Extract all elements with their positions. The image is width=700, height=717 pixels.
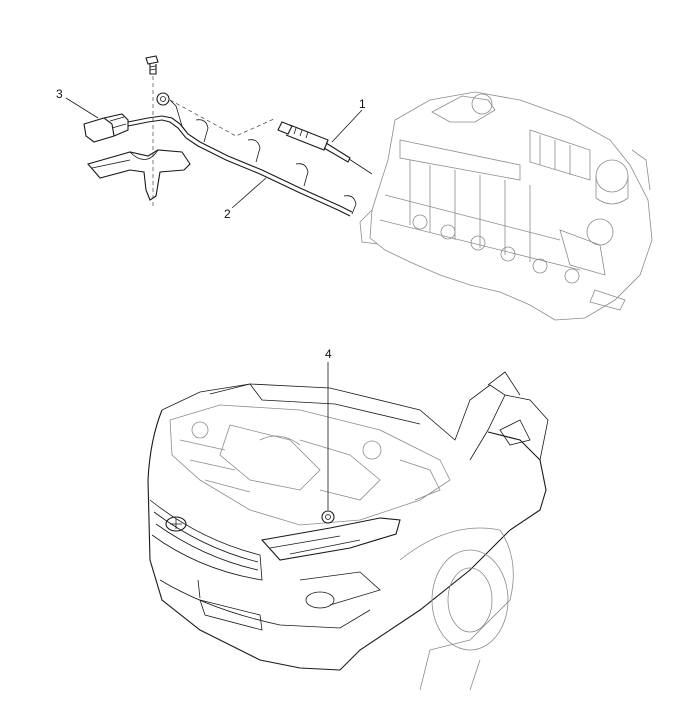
callout-2: 2 [224,207,231,221]
callout-4: 4 [325,347,332,361]
mounting-bracket [87,149,191,201]
engine-block [359,91,653,321]
leader-lines-top [65,97,363,209]
nut [156,92,170,106]
callout-3: 3 [56,87,63,101]
connector [83,113,129,143]
callout-1: 1 [359,97,366,111]
installation-guide-lines [152,76,277,208]
bolt [145,55,159,75]
glow-plug [277,121,373,175]
vehicle-front-view [147,371,549,691]
wiring-harness [127,99,357,217]
